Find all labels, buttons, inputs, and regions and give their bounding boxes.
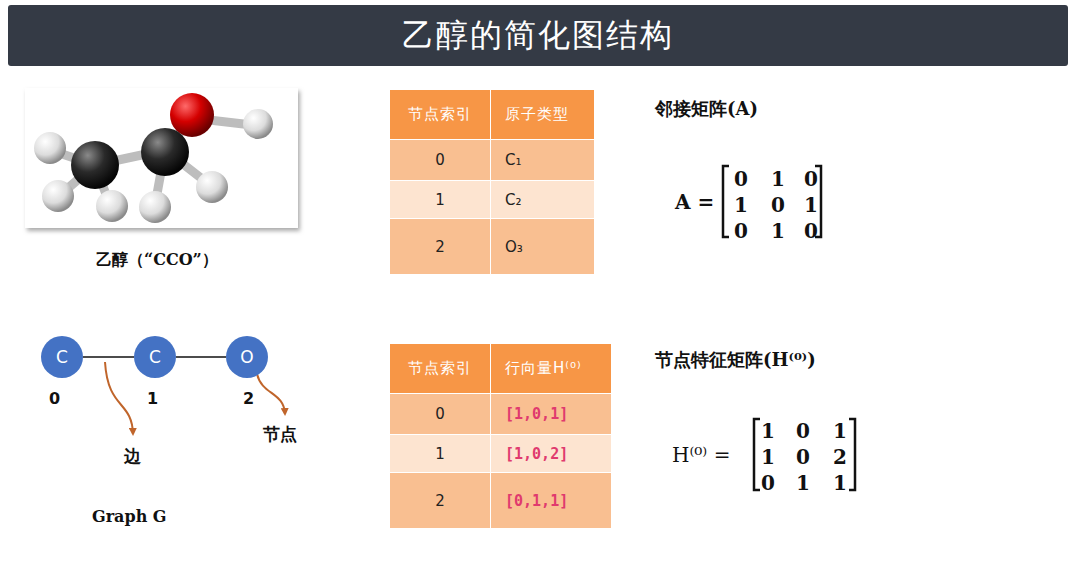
section-heading: 节点特征矩阵(H⁽⁰⁾) xyxy=(655,348,816,372)
matrix-entry: 1 xyxy=(753,445,783,469)
matrix-entry: 1 xyxy=(763,219,793,243)
section-heading: 邻接矩阵(A) xyxy=(655,97,758,121)
matrix-entry: 0 xyxy=(753,471,783,495)
table-cell: 1 xyxy=(390,181,490,218)
table-header: 节点索引 xyxy=(390,344,490,393)
table-cell: [1,0,1] xyxy=(491,394,611,434)
matrix-entry: 0 xyxy=(796,219,826,243)
table-cell: [0,1,1] xyxy=(491,473,611,528)
node-index: 1 xyxy=(147,389,158,408)
matrix-entry: 0 xyxy=(763,193,793,217)
graph-node: C xyxy=(134,336,176,378)
matrix-entry: 1 xyxy=(753,419,783,443)
matrix-entry: 2 xyxy=(825,445,855,469)
graph-caption: Graph G xyxy=(92,507,167,526)
node-label: C xyxy=(149,347,161,367)
matrix-entry: 1 xyxy=(796,193,826,217)
callout-label: 节点 xyxy=(263,423,297,446)
matrix-entry: 1 xyxy=(726,193,756,217)
table-header: 节点索引 xyxy=(390,90,490,139)
callout-label: 边 xyxy=(124,445,141,468)
table-header: 原子类型 xyxy=(491,90,594,139)
node-index: 0 xyxy=(49,389,60,408)
table-cell: C₁ xyxy=(491,140,594,180)
table-cell: 2 xyxy=(390,473,490,528)
graph-node: O xyxy=(226,336,268,378)
table-cell: 2 xyxy=(390,219,490,274)
matrix-entry: 1 xyxy=(825,471,855,495)
node-label: O xyxy=(240,347,253,367)
table-cell: 1 xyxy=(390,435,490,472)
graph-edge xyxy=(176,356,226,358)
table-cell: [1,0,2] xyxy=(491,435,611,472)
matrix-entry: 0 xyxy=(796,167,826,191)
node-label: C xyxy=(56,347,68,367)
molecule-caption: 乙醇（“CCO”） xyxy=(96,250,218,271)
matrix-name: A = xyxy=(675,190,714,214)
matrix-entry: 0 xyxy=(788,445,818,469)
matrix-entry: 0 xyxy=(726,219,756,243)
matrix-name: H⁽⁰⁾ = xyxy=(672,443,730,467)
graph-node: C xyxy=(41,336,83,378)
table-cell: 0 xyxy=(390,140,490,180)
graph-edge xyxy=(83,356,134,358)
matrix-entry: 1 xyxy=(763,167,793,191)
matrix-entry: 0 xyxy=(726,167,756,191)
title-text: 乙醇的简化图结构 xyxy=(8,5,1068,66)
node-index: 2 xyxy=(243,389,254,408)
matrix-entry: 1 xyxy=(825,419,855,443)
table-cell: O₃ xyxy=(491,219,594,274)
matrix-entry: 0 xyxy=(788,419,818,443)
table-cell: C₂ xyxy=(491,181,594,218)
matrix-entry: 1 xyxy=(788,471,818,495)
table-cell: 0 xyxy=(390,394,490,434)
table-header: 行向量H⁽⁰⁾ xyxy=(491,344,611,393)
